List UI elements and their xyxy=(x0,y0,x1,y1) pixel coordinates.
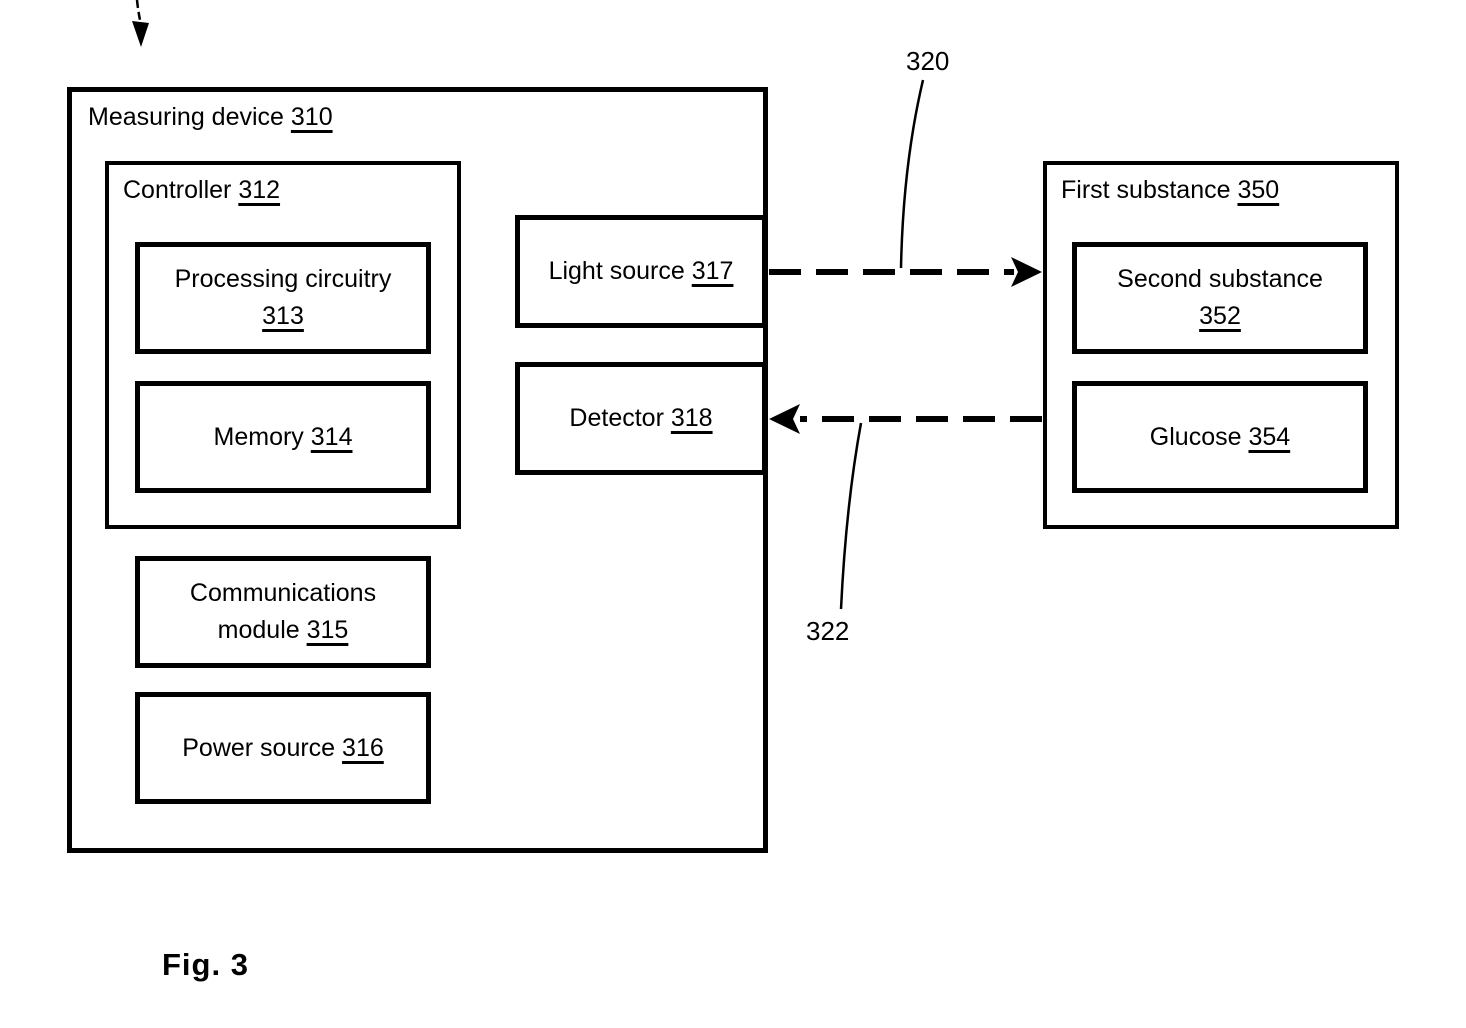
second-substance-ref: 352 xyxy=(1199,302,1241,330)
power-source-ref: 316 xyxy=(342,733,384,762)
figure-leader-line xyxy=(135,0,142,21)
controller-ref: 312 xyxy=(238,176,281,204)
first-substance-label: First substance 350 xyxy=(1061,176,1280,204)
glucose-ref: 354 xyxy=(1248,422,1291,451)
power-source-label: Power source 316 xyxy=(182,733,384,762)
first-substance-box: First substance 350 Second substance 352… xyxy=(1043,161,1399,529)
measuring-device-label: Measuring device 310 xyxy=(88,103,333,131)
beam-320-arrowhead xyxy=(1011,257,1042,287)
controller-box: Controller 312 Processing circuitry 313 … xyxy=(105,161,461,529)
light-source-label: Light source 317 xyxy=(548,257,734,285)
label-322-leader-line xyxy=(839,422,863,610)
figure-leader-arrowhead xyxy=(132,21,149,47)
communications-module-label: Communications xyxy=(189,579,377,607)
second-substance-box: Second substance 352 xyxy=(1072,242,1368,354)
processing-circuitry-ref: 313 xyxy=(262,302,304,330)
light-source-ref: 317 xyxy=(691,257,734,285)
processing-circuitry-label: Processing circuitry xyxy=(174,265,392,293)
communications-module-ref: 315 xyxy=(306,616,349,644)
measuring-device-box: Measuring device 310 Controller 312 Proc… xyxy=(67,87,768,853)
glucose-box: Glucose 354 xyxy=(1072,381,1368,493)
detector-box: Detector 318 xyxy=(515,362,767,475)
figure-caption: Fig. 3 xyxy=(162,947,249,982)
label-320-leader-line xyxy=(899,79,925,269)
measuring-device-ref: 310 xyxy=(290,103,333,131)
glucose-label: Glucose 354 xyxy=(1149,422,1291,451)
power-source-box: Power source 316 xyxy=(135,692,431,804)
communications-module-box: Communications module 315 xyxy=(135,556,431,668)
processing-circuitry-box: Processing circuitry 313 xyxy=(135,242,431,354)
second-substance-label: Second substance xyxy=(1117,265,1323,293)
label-322: 322 xyxy=(806,616,850,646)
controller-label: Controller 312 xyxy=(123,176,281,204)
detector-label: Detector 318 xyxy=(569,404,713,432)
light-source-box: Light source 317 xyxy=(515,215,767,328)
memory-ref: 314 xyxy=(310,422,353,451)
first-substance-ref: 350 xyxy=(1237,176,1280,204)
beam-322-arrowhead xyxy=(769,404,800,434)
memory-box: Memory 314 xyxy=(135,381,431,493)
memory-label: Memory 314 xyxy=(213,422,353,451)
label-320: 320 xyxy=(906,46,950,76)
detector-ref: 318 xyxy=(670,404,713,432)
